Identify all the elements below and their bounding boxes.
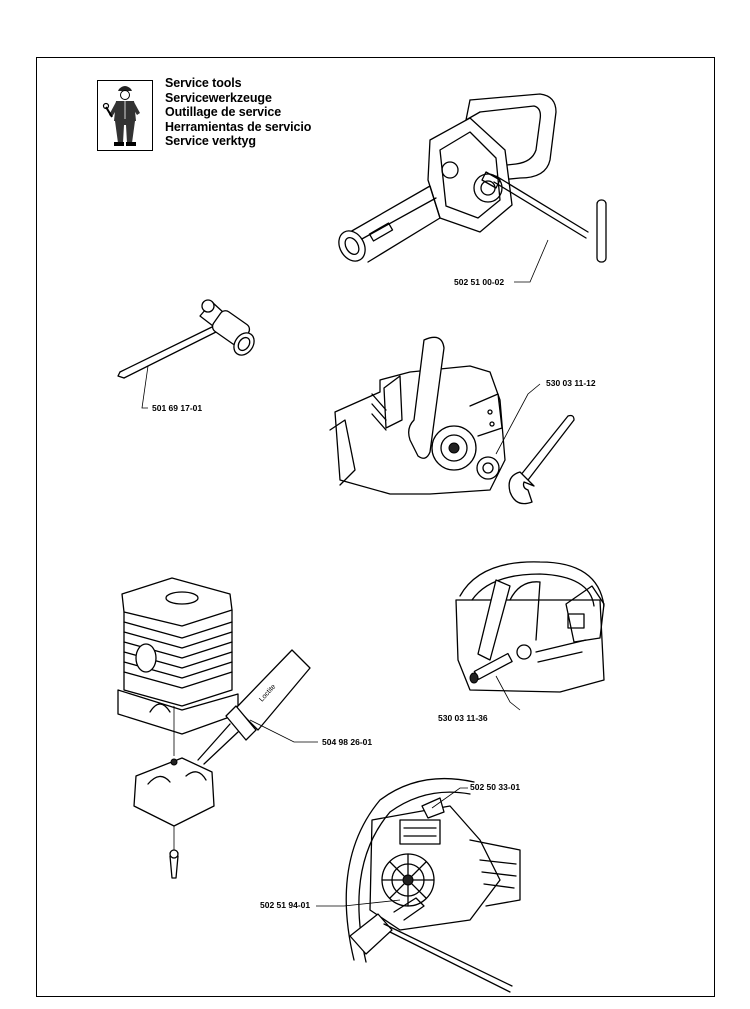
title-english: Service tools bbox=[165, 76, 242, 90]
cylinder-sealant-illustration: Loctite bbox=[117, 577, 318, 879]
flywheel-tool-illustration bbox=[316, 777, 521, 993]
part-number-label: 501 69 17-01 bbox=[152, 403, 203, 413]
crankcase-tool-illustration bbox=[338, 93, 607, 283]
part-number-label: 502 50 33-01 bbox=[470, 782, 521, 792]
part-number-label: 530 03 11-36 bbox=[438, 713, 488, 723]
page-frame bbox=[36, 57, 715, 997]
title-swedish: Service verktyg bbox=[165, 134, 256, 148]
plug-wrench-illustration bbox=[117, 299, 255, 409]
clutch-tool-illustration bbox=[329, 336, 575, 505]
mechanic-icon bbox=[97, 80, 153, 151]
part-number-label: 502 51 94-01 bbox=[260, 900, 311, 910]
title-german: Servicewerkzeuge bbox=[165, 90, 272, 105]
part-number-label: 502 51 00-02 bbox=[454, 277, 505, 287]
service-tools-heading: Service tools Servicewerkzeuge Outillage… bbox=[165, 76, 311, 149]
title-spanish: Herramientas de servicio bbox=[165, 119, 312, 134]
part-number-label: 530 03 11-12 bbox=[546, 378, 596, 388]
title-french: Outillage de service bbox=[165, 105, 282, 119]
piston-stop-illustration bbox=[455, 561, 605, 711]
part-number-label: 504 98 26-01 bbox=[322, 737, 373, 747]
